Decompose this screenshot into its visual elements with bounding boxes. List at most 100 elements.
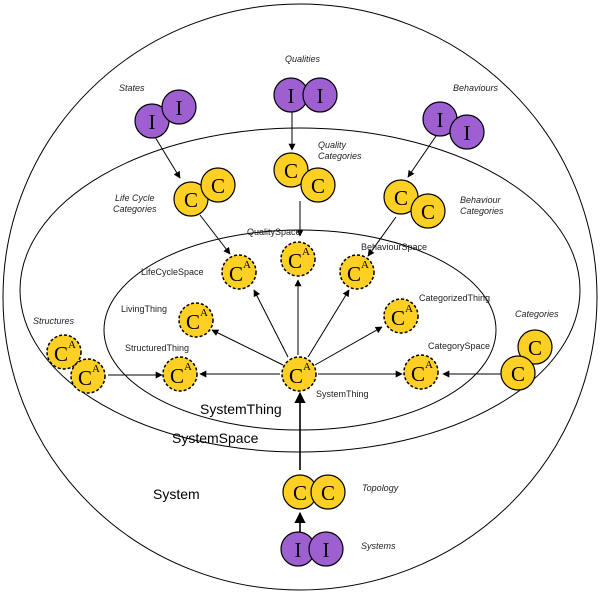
label-quality-space: QualitySpace <box>247 227 301 237</box>
abstract-sup: A <box>361 259 369 271</box>
label-topology: Topology <box>362 483 399 493</box>
abstract-class-node <box>178 302 214 338</box>
instance-node <box>161 89 197 125</box>
abstract-class-node <box>70 358 106 394</box>
instance-glyph: I <box>176 96 183 120</box>
abstract-class-node <box>403 354 439 390</box>
label-living-thing: LivingThing <box>121 304 167 314</box>
region-label-system: System <box>153 486 200 502</box>
label-quality-categories-2: Categories <box>318 151 362 161</box>
abstract-sup: A <box>92 363 100 375</box>
class-glyph: C <box>411 362 425 386</box>
abstract-class-node <box>339 254 375 290</box>
label-category-space: CategorySpace <box>428 341 490 351</box>
class-glyph: C <box>54 342 68 366</box>
states-instances: I I <box>134 89 197 139</box>
behaviours-instances: I I <box>422 101 485 150</box>
label-behaviours: Behaviours <box>453 83 499 93</box>
abstract-sup: A <box>68 339 76 351</box>
label-qualities: Qualities <box>285 54 321 64</box>
arrow-states-to-lifecycle <box>154 136 181 179</box>
label-system-thing-node: SystemThing <box>316 389 369 399</box>
class-glyph: C <box>184 188 198 212</box>
node-quality-space: C A <box>280 241 316 277</box>
class-node <box>300 167 336 203</box>
instance-glyph: I <box>437 108 444 132</box>
node-living-thing: C A <box>178 302 214 338</box>
relation-arrows <box>108 111 503 533</box>
label-structured-thing: StructuredThing <box>125 343 189 353</box>
label-structures: Structures <box>33 316 75 326</box>
region-label-system-thing: SystemThing <box>200 401 282 417</box>
abstract-class-node <box>162 356 198 392</box>
instance-glyph: I <box>149 110 156 134</box>
instance-glyph: I <box>295 538 302 562</box>
instance-node <box>302 77 338 113</box>
abstract-sup: A <box>200 307 208 319</box>
arrow-behaviours-to-behaviour-categories <box>407 135 437 178</box>
label-life-cycle-categories-2: Categories <box>113 204 157 214</box>
arrow-systemthing-to-lifecyclespace <box>253 289 289 358</box>
class-glyph: C <box>229 262 243 286</box>
behaviour-categories-classes: C C <box>383 179 446 229</box>
class-glyph: C <box>394 186 408 210</box>
abstract-class-node <box>383 298 419 334</box>
systems-instances: I I <box>280 531 344 567</box>
categories-classes: C C <box>500 329 553 391</box>
node-behaviour-space: C A <box>339 254 375 290</box>
class-node <box>310 474 346 510</box>
class-node <box>517 329 553 365</box>
label-systems: Systems <box>361 541 396 551</box>
label-categorized-thing: CategorizedThing <box>419 293 490 303</box>
label-behaviour-space: BehaviourSpace <box>361 242 427 252</box>
class-node <box>200 167 236 203</box>
abstract-sup: A <box>303 361 311 373</box>
class-glyph: C <box>186 310 200 334</box>
instance-glyph: I <box>317 84 324 108</box>
class-node <box>500 355 536 391</box>
structures-abstract-classes: C A C A <box>46 334 106 394</box>
abstract-class-node <box>46 334 82 370</box>
class-glyph: C <box>321 481 335 505</box>
instance-node <box>308 531 344 567</box>
topology-classes: C C <box>282 474 346 510</box>
class-node <box>410 193 446 229</box>
abstract-sup: A <box>425 359 433 371</box>
class-glyph: C <box>293 481 307 505</box>
class-glyph: C <box>289 364 303 388</box>
class-glyph: C <box>311 174 325 198</box>
class-glyph: C <box>284 159 298 183</box>
label-life-cycle-space: LifeCycleSpace <box>141 267 204 277</box>
class-glyph: C <box>421 200 435 224</box>
arrow-systemthing-to-livingthing <box>211 329 284 366</box>
label-states: States <box>119 83 145 93</box>
node-categorized-thing: C A <box>383 298 419 334</box>
instance-node <box>449 114 485 150</box>
life-cycle-categories-classes: C C <box>173 167 236 217</box>
qualities-instances: I I <box>273 77 338 113</box>
label-categories: Categories <box>515 309 559 319</box>
class-glyph: C <box>511 362 525 386</box>
abstract-sup: A <box>184 361 192 373</box>
system-ring <box>2 3 598 591</box>
class-glyph: C <box>347 262 361 286</box>
arrow-systemthing-to-categorizedthing <box>314 326 383 366</box>
instance-glyph: I <box>464 121 471 145</box>
class-glyph: C <box>528 336 542 360</box>
class-glyph: C <box>78 366 92 390</box>
abstract-class-node <box>281 356 317 392</box>
label-quality-categories-1: Quality <box>318 140 347 150</box>
class-glyph: C <box>211 174 225 198</box>
node-life-cycle-space: C A <box>221 254 257 290</box>
class-glyph: C <box>288 249 302 273</box>
instance-glyph: I <box>323 538 330 562</box>
node-structured-thing: C A <box>162 356 198 392</box>
abstract-sup: A <box>302 246 310 258</box>
abstract-sup: A <box>243 259 251 271</box>
label-behaviour-categories-2: Categories <box>460 206 504 216</box>
class-node <box>273 152 309 188</box>
class-glyph: C <box>391 306 405 330</box>
label-life-cycle-categories-1: Life Cycle <box>115 193 155 203</box>
arrow-systemthing-to-behaviourspace <box>307 289 350 358</box>
